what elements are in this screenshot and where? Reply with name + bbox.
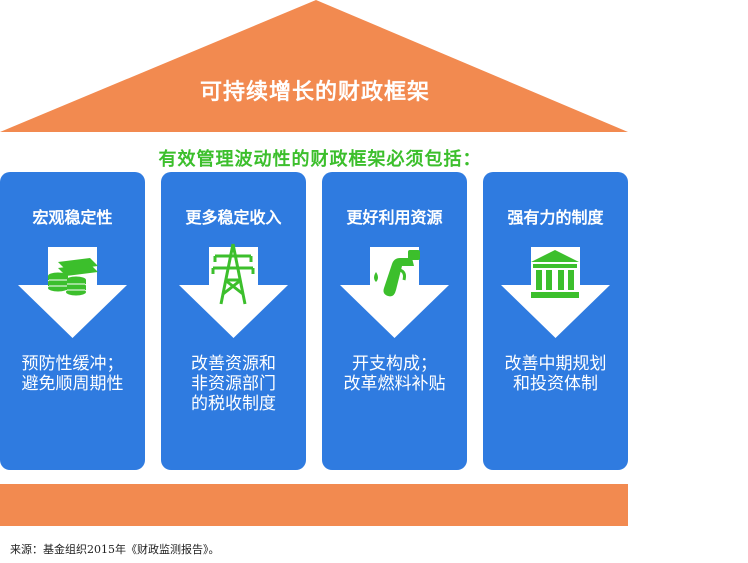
- pillar-resource-use: 更好利用资源 开支构成；改革燃料补贴: [322, 172, 467, 470]
- roof-title: 可持续增长的财政框架: [199, 80, 430, 105]
- pillar-strong-institutions: 强有力的制度 改善中期规划和投资体制: [483, 172, 628, 470]
- pillar-title: 宏观稳定性: [32, 208, 113, 227]
- pillar-title: 更多稳定收入: [185, 208, 282, 227]
- pillar-description: 改善资源和非资源部门的税收制度: [191, 354, 276, 414]
- fuel-nozzle-icon: [374, 250, 420, 297]
- roof-shape: [0, 0, 628, 132]
- roof: [0, 0, 628, 132]
- pillar-description: 开支构成；改革燃料补贴: [343, 354, 446, 394]
- pillar-macro-stability: 宏观稳定性 预防性缓冲；避免顺周期性: [0, 172, 145, 470]
- pillar-title: 强有力的制度: [507, 208, 604, 227]
- pillar-stable-revenue: 更多稳定收入 改善资源和非资源部门的税收制度: [161, 172, 306, 470]
- bank-building-icon: [531, 250, 579, 298]
- pillar-description: 改善中期规划和投资体制: [504, 354, 607, 394]
- power-tower-icon: [211, 243, 255, 305]
- pillar-title: 更好利用资源: [346, 208, 443, 227]
- foundation-bar: [0, 484, 628, 526]
- source-footnote: 来源：基金组织2015年《财政监测报告》。: [10, 543, 220, 556]
- subtitle: 有效管理波动性的财政框架必须包括：: [158, 149, 482, 170]
- down-arrow-icon: [179, 247, 288, 338]
- money-stack-icon: [48, 258, 98, 296]
- pillar-description: 预防性缓冲；避免顺周期性: [21, 354, 124, 394]
